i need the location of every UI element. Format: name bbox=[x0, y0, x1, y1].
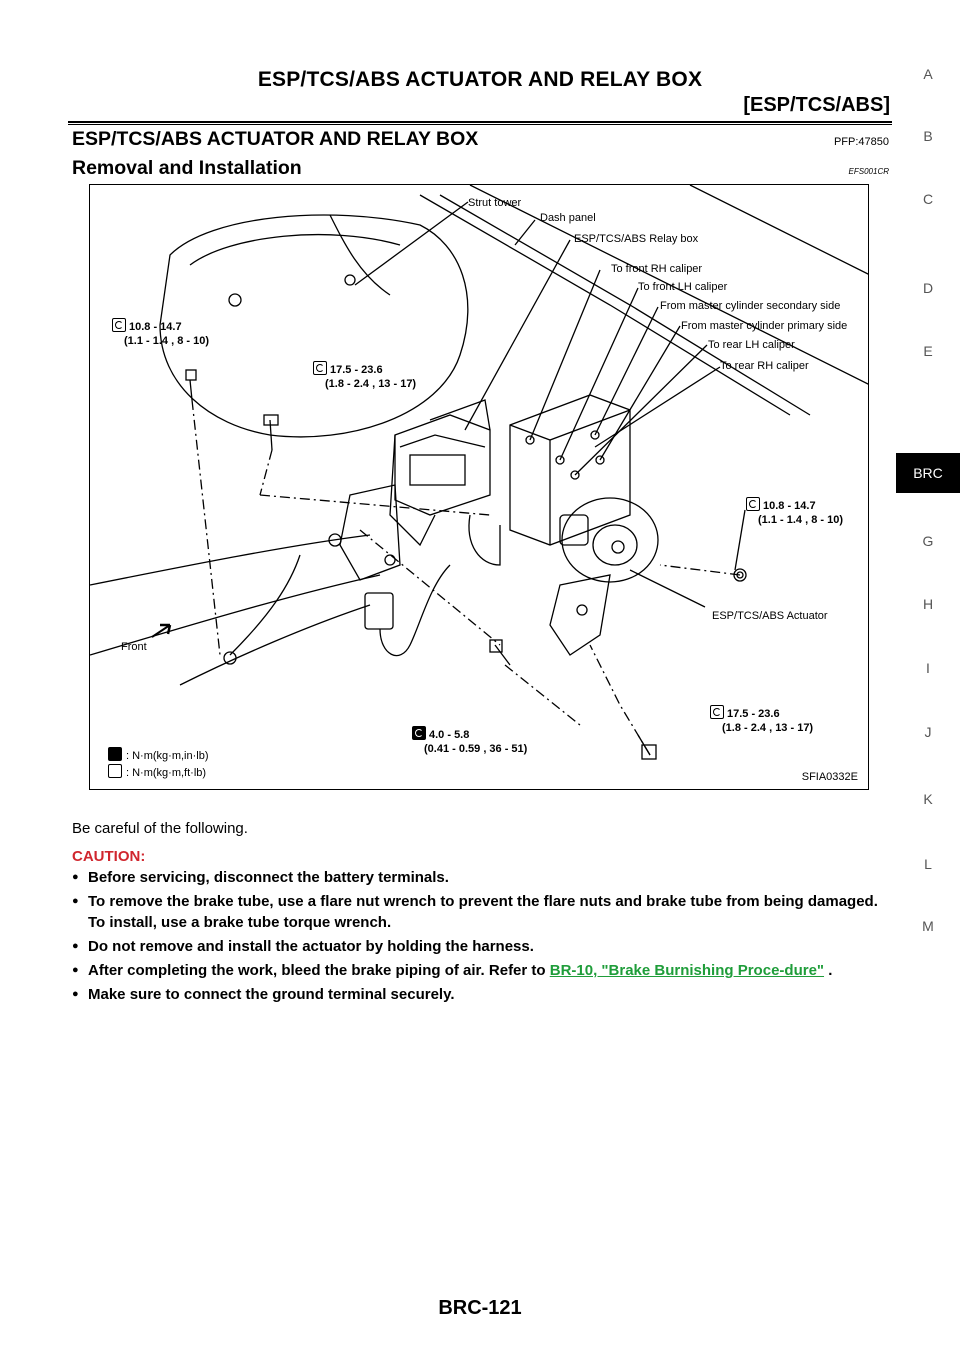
tab-c[interactable]: C bbox=[922, 191, 934, 207]
label-mc-primary: From master cylinder primary side bbox=[681, 320, 848, 332]
caution-list: Before servicing, disconnect the battery… bbox=[72, 864, 890, 1005]
label-front-lh-caliper: To front LH caliper bbox=[638, 281, 728, 293]
torque-spec-1: 10.8 - 14.7 (1.1 - 1.4 , 8 - 10) bbox=[112, 318, 209, 348]
label-actuator: ESP/TCS/ABS Actuator bbox=[712, 610, 828, 622]
label-mc-secondary: From master cylinder secondary side bbox=[660, 300, 841, 312]
figure-id: SFIA0332E bbox=[801, 771, 858, 783]
torque-wrench-inlb-icon bbox=[412, 726, 426, 740]
tab-brc[interactable]: BRC bbox=[896, 453, 960, 493]
page-header-title: ESP/TCS/ABS ACTUATOR AND RELAY BOX bbox=[257, 68, 703, 91]
list-item: To remove the brake tube, use a flare nu… bbox=[72, 891, 890, 933]
header-rule bbox=[68, 121, 892, 123]
tab-k[interactable]: K bbox=[923, 791, 933, 807]
label-relay-box: ESP/TCS/ABS Relay box bbox=[574, 233, 699, 245]
page-header-subtitle: [ESP/TCS/ABS] bbox=[743, 94, 890, 116]
label-rear-lh-caliper: To rear LH caliper bbox=[708, 339, 795, 351]
brake-burnishing-link[interactable]: BR-10, "Brake Burnishing Proce-dure" bbox=[549, 962, 825, 979]
label-front: Front bbox=[121, 641, 147, 653]
torque-spec-2: 17.5 - 23.6 (1.8 - 2.4 , 13 - 17) bbox=[313, 361, 416, 391]
page-number: BRC-121 bbox=[438, 1297, 522, 1319]
torque-spec-5: 4.0 - 5.8 (0.41 - 0.59 , 36 - 51) bbox=[412, 726, 527, 756]
label-strut-tower: Strut tower bbox=[468, 197, 522, 209]
list-item: Do not remove and install the actuator b… bbox=[72, 936, 890, 957]
tab-e[interactable]: E bbox=[923, 343, 933, 359]
torque-spec-4: 17.5 - 23.6 (1.8 - 2.4 , 13 - 17) bbox=[710, 705, 813, 735]
tab-m[interactable]: M bbox=[922, 918, 934, 934]
section-title: ESP/TCS/ABS ACTUATOR AND RELAY BOX bbox=[72, 128, 479, 150]
caution-label: CAUTION: bbox=[72, 848, 146, 865]
torque-wrench-ftlb-icon bbox=[112, 318, 126, 332]
subsection-code: EFS001CR bbox=[848, 167, 889, 176]
header-rule-thin bbox=[68, 124, 892, 125]
tab-g[interactable]: G bbox=[922, 533, 934, 549]
torque-inlb-legend-icon bbox=[108, 747, 122, 761]
tab-b[interactable]: B bbox=[923, 128, 933, 144]
torque-wrench-ftlb-icon bbox=[746, 497, 760, 511]
tab-h[interactable]: H bbox=[922, 596, 934, 612]
label-dash-panel: Dash panel bbox=[540, 212, 596, 224]
list-item: After completing the work, bleed the bra… bbox=[72, 960, 890, 981]
label-rear-rh-caliper: To rear RH caliper bbox=[720, 360, 809, 372]
tab-l[interactable]: L bbox=[924, 856, 932, 872]
tab-i[interactable]: I bbox=[926, 660, 930, 676]
removal-installation-figure: Strut tower Dash panel ESP/TCS/ABS Relay… bbox=[89, 184, 869, 790]
tab-a[interactable]: A bbox=[923, 66, 933, 82]
torque-spec-3: 10.8 - 14.7 (1.1 - 1.4 , 8 - 10) bbox=[746, 497, 843, 527]
tab-d[interactable]: D bbox=[922, 280, 934, 296]
section-part-code: PFP:47850 bbox=[833, 136, 889, 148]
intro-text: Be careful of the following. bbox=[72, 820, 248, 837]
tab-j[interactable]: J bbox=[924, 724, 932, 740]
list-item: Before servicing, disconnect the battery… bbox=[72, 867, 890, 888]
torque-wrench-ftlb-icon bbox=[313, 361, 327, 375]
subsection-title: Removal and Installation bbox=[72, 157, 302, 179]
torque-ftlb-legend-icon bbox=[108, 764, 122, 778]
torque-wrench-ftlb-icon bbox=[710, 705, 724, 719]
actuator-illustration bbox=[90, 185, 868, 760]
label-front-rh-caliper: To front RH caliper bbox=[611, 263, 703, 275]
figure-legend: : N·m(kg·m,in·lb) : N·m(kg·m,ft·lb) bbox=[108, 747, 209, 781]
list-item: Make sure to connect the ground terminal… bbox=[72, 984, 890, 1005]
